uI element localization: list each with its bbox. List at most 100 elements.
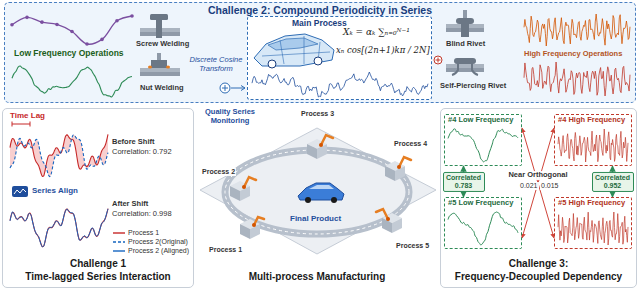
machine-station — [240, 186, 250, 201]
legend-sample — [113, 239, 125, 245]
signal-wave — [10, 134, 108, 176]
screw-welding-icon — [156, 20, 162, 38]
legend-sample — [113, 230, 125, 236]
self-piercing-rivet-icon — [452, 64, 478, 75]
frequency-box: #4 Low Frequency — [444, 114, 522, 166]
machine-station — [242, 185, 246, 189]
machine-station — [321, 135, 333, 145]
signal-wave — [558, 129, 628, 162]
machine-station — [376, 209, 388, 219]
machine-station — [392, 218, 402, 233]
sample-dot — [115, 19, 119, 23]
final-product-car — [298, 183, 344, 200]
nut-welding-icon — [157, 53, 161, 60]
operation-label: High Frequency Operations — [524, 50, 622, 59]
annotation-label: Series Align — [32, 186, 78, 195]
sample-dot — [25, 16, 29, 20]
panel-subtitle: Time-lagged Series Interaction — [25, 271, 170, 283]
frequency-box: #5 Low Frequency — [444, 197, 522, 249]
blind-rivet-icon — [461, 24, 469, 37]
machine-station — [230, 177, 256, 201]
signal-wave — [448, 129, 518, 162]
signal-wave — [10, 209, 108, 247]
machine-station — [244, 177, 256, 187]
time-lag-marker — [12, 122, 30, 127]
machine-station — [240, 217, 264, 239]
factory-floor — [225, 150, 409, 234]
sum-symbol — [241, 86, 245, 91]
annotation-label: Before Shift — [112, 138, 155, 147]
legend-sample — [113, 232, 125, 233]
panel-title: Challenge 1 — [70, 258, 126, 270]
part-name: Blind Rivet — [446, 40, 485, 49]
panel-fill — [4, 2, 636, 103]
frequency-box: #4 High Frequency — [554, 114, 632, 166]
metric-value: 0.021 — [519, 182, 539, 190]
machine-station — [385, 157, 411, 181]
machine-station — [399, 157, 411, 167]
legend-text: Process 1 — [128, 229, 159, 236]
car-body-illustration — [268, 60, 276, 68]
lag-area — [10, 134, 108, 176]
final-product-car — [331, 197, 337, 203]
screw-welding-icon — [150, 14, 168, 20]
final-product-car — [305, 197, 311, 203]
operation-label: Low Frequency Operations — [14, 49, 124, 59]
edge-label: Correlated 0.952 — [592, 171, 634, 191]
car-body-illustration — [314, 57, 322, 65]
annotation-label: Time Lag — [10, 111, 45, 120]
formula: xₙ cos[(2n+1)kπ / 2N] — [336, 46, 430, 56]
process-label: Process 4 — [393, 140, 428, 148]
signal-wave — [10, 209, 108, 247]
metric-value: Correlation: 0.792 — [112, 148, 172, 157]
machine-station — [307, 135, 333, 159]
challenge-panel: Challenge 3:Frequency-Decoupled Dependen… — [440, 108, 637, 288]
self-piercing-rivet-icon — [454, 58, 476, 64]
box-title: #4 Low Frequency — [448, 116, 513, 125]
edge-label: Correlated 0.783 — [443, 171, 485, 191]
nut-welding-icon — [151, 60, 167, 68]
sum-symbol — [434, 56, 442, 64]
box-title: #5 Low Frequency — [448, 199, 513, 208]
legend-item: Process 1 — [113, 228, 189, 237]
part-name: Self-Piercing Rivet — [440, 82, 506, 91]
product-label: Final Product — [290, 214, 341, 223]
metric-value: Correlation: 0.998 — [112, 210, 172, 219]
annotation-label: After Shift — [112, 200, 148, 209]
sum-symbol — [220, 83, 230, 93]
sample-dot — [85, 42, 89, 46]
nut-welding-icon — [148, 66, 152, 69]
box-title: #5 High Frequency — [558, 199, 625, 208]
blind-rivet-icon — [463, 10, 467, 18]
time-lag-marker — [12, 122, 30, 127]
signal-wave — [252, 72, 428, 97]
nut-welding-icon — [140, 72, 180, 76]
series-align-icon — [12, 186, 28, 197]
legend-item: Process 2 (Aligned) — [113, 246, 189, 255]
signal-wave — [12, 16, 132, 44]
box-title: #4 High Frequency — [558, 116, 625, 125]
legend-sample — [113, 248, 125, 254]
signal-wave — [448, 212, 518, 245]
machine-station — [250, 224, 260, 239]
panel-title: Challenge 2: Compound Periodicity in Ser… — [208, 4, 432, 16]
machine-station — [395, 166, 405, 181]
sum-symbol — [222, 85, 228, 91]
self-piercing-rivet-icon — [446, 58, 484, 75]
sample-dot — [40, 20, 44, 24]
sample-dot — [130, 14, 134, 18]
monitoring-label: Quality Series Monitoring — [198, 108, 262, 125]
car-body-illustration — [268, 38, 318, 50]
panel-title: Challenge 3: — [509, 258, 568, 270]
legend-text: Process 2 (Aligned) — [128, 247, 189, 254]
process-label: Process 3 — [300, 110, 335, 118]
machine-station — [240, 224, 250, 239]
legend-item: Process 2(Original) — [113, 237, 189, 246]
machine-station — [307, 144, 317, 159]
machine-station — [397, 165, 401, 169]
sum-symbol — [231, 88, 245, 89]
metric-value: 0.015 — [540, 182, 560, 190]
